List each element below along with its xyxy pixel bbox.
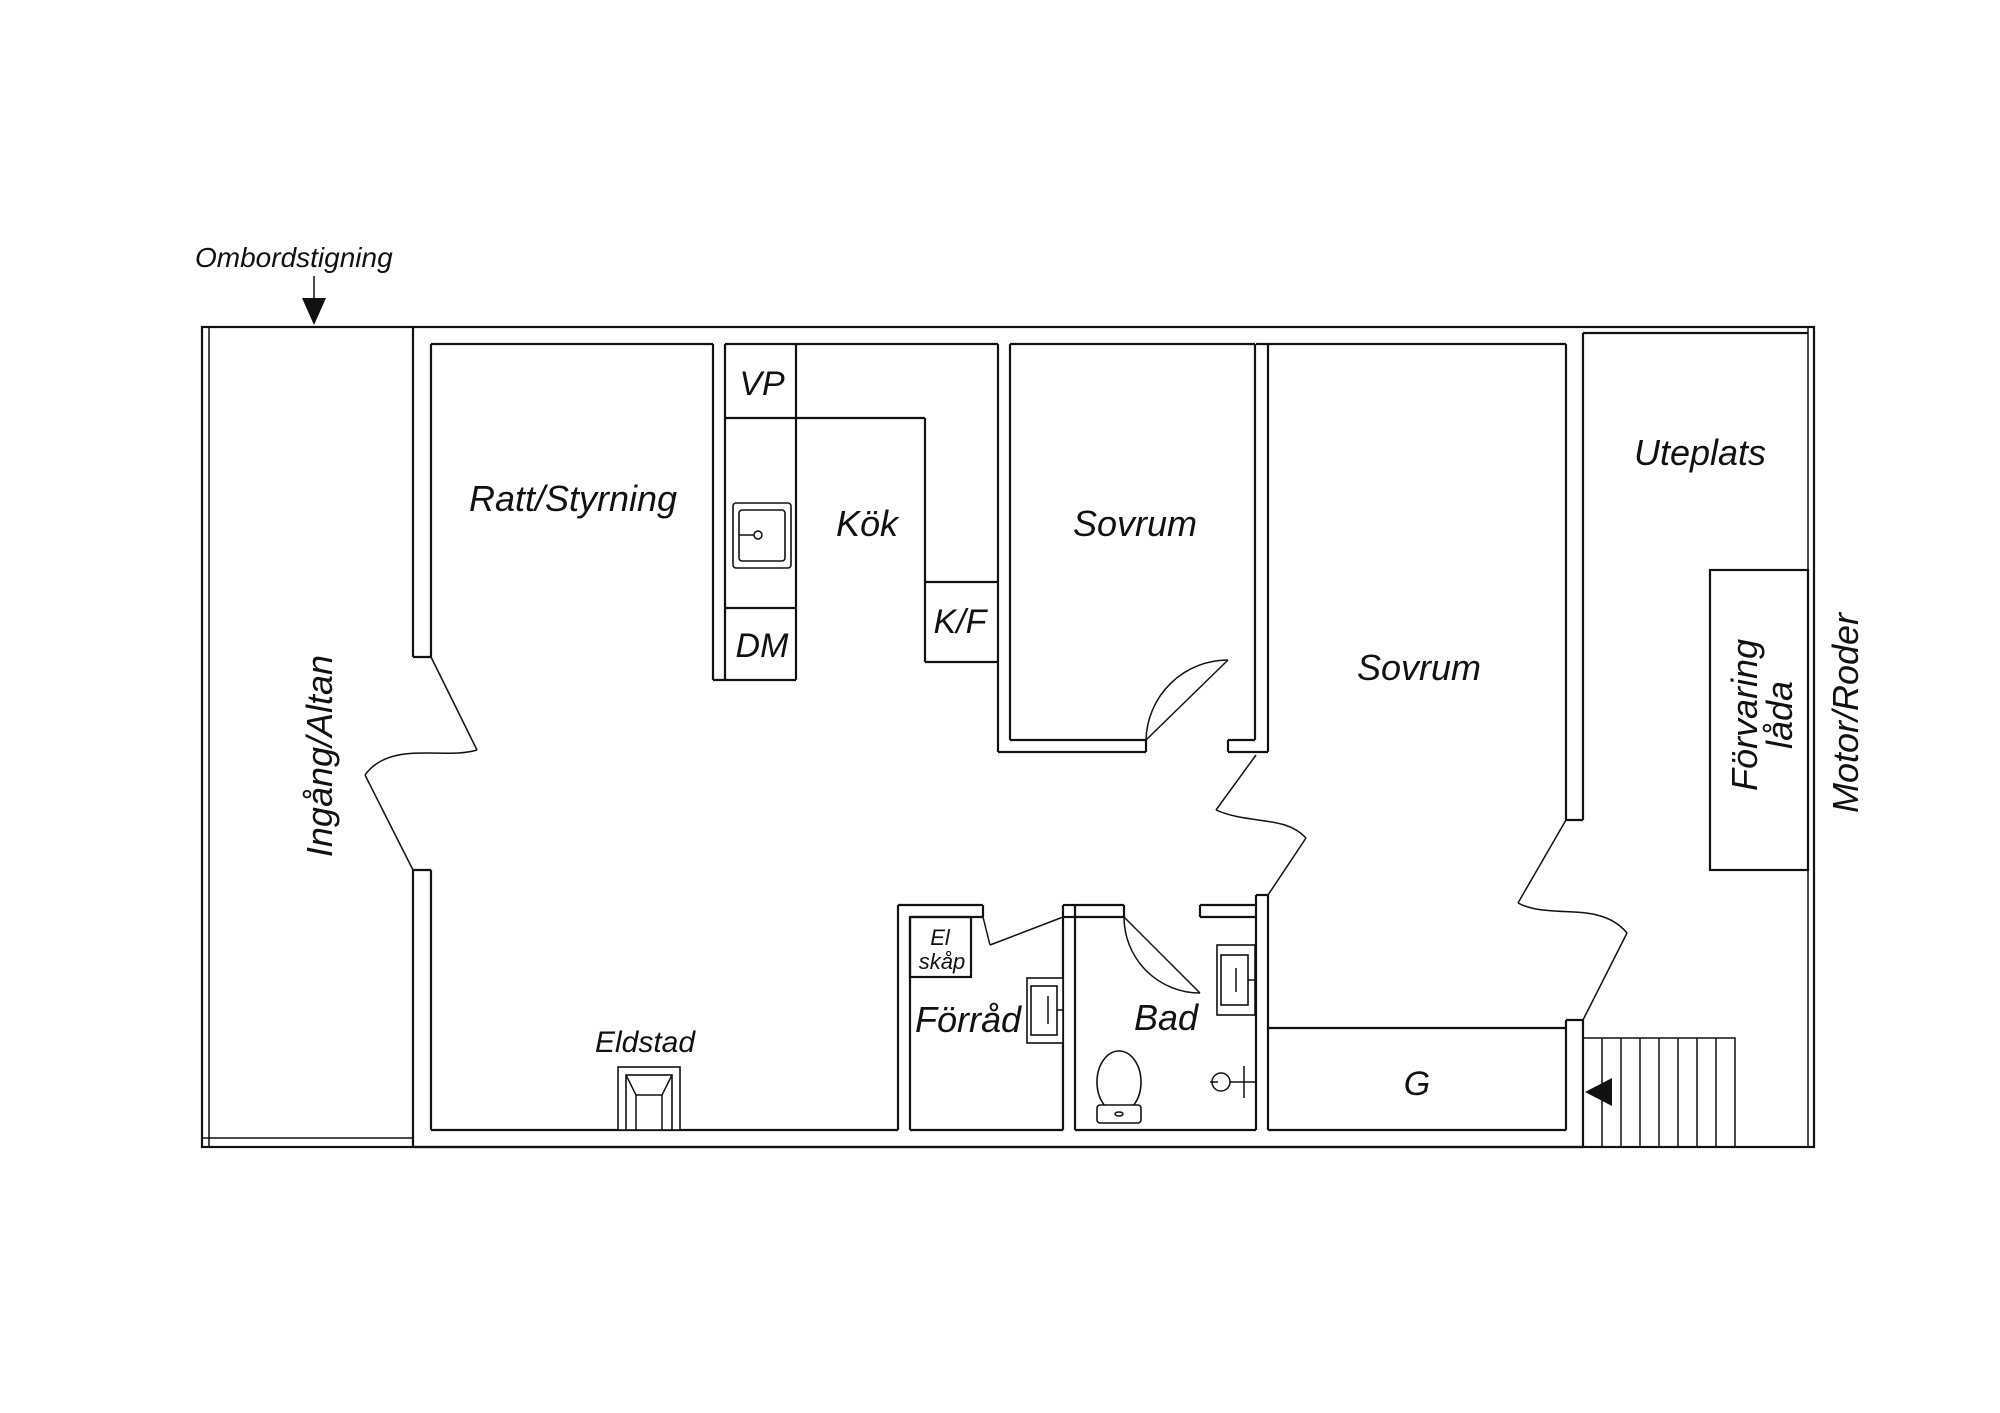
steering-label: Ratt/Styrning: [469, 478, 677, 519]
fireplace-icon: [617, 1066, 681, 1131]
bedroom-1-label: Sovrum: [1073, 503, 1197, 544]
el-cabinet: [908, 915, 973, 979]
fireplace-label: Eldstad: [595, 1026, 696, 1059]
kitchen-label: Kök: [836, 503, 900, 544]
bedroom-2-label: Sovrum: [1357, 647, 1481, 688]
bedroom-2-walls: [1256, 342, 1583, 1132]
kitchen-sink-icon: [732, 502, 792, 569]
bath-label: Bad: [1134, 997, 1199, 1038]
bathroom-walls: [1075, 895, 1258, 1132]
bedroom-2-door: [1215, 754, 1307, 896]
vp-label: VP: [739, 365, 785, 403]
motor-label: Motor/Roder: [1825, 611, 1866, 813]
storage-box: [1708, 568, 1810, 872]
boarding-label: Ombordstigning: [195, 242, 393, 273]
patio-door: [1517, 819, 1628, 1021]
el-cabinet-label-2: skåp: [919, 949, 965, 974]
bedroom-1-walls: [996, 342, 1268, 754]
storage-box-label-1: Förvaring: [1724, 639, 1765, 791]
storage-box-label-2: låda: [1759, 681, 1800, 749]
toilet-icon: [1096, 1050, 1142, 1124]
shower-icon: [1210, 1066, 1256, 1098]
entrance-label: Ingång/Altan: [299, 655, 340, 857]
el-cabinet-label-1: El: [930, 925, 951, 950]
patio-label: Uteplats: [1634, 432, 1766, 473]
stairs-arrow-icon: [1585, 1078, 1612, 1106]
g-label: G: [1404, 1065, 1430, 1103]
dm-label: DM: [736, 627, 790, 665]
storage-door: [982, 916, 1064, 946]
kitchen-counter: [711, 342, 998, 682]
entrance-deck-wall: [411, 327, 433, 1147]
storage-room-walls: [896, 903, 1077, 1132]
entrance-door: [364, 656, 478, 871]
storage-label: Förråd: [915, 999, 1022, 1040]
storage-sink-icon: [1026, 977, 1064, 1044]
boarding-arrow-icon: [302, 276, 326, 325]
bathroom-sink-icon: [1216, 944, 1256, 1016]
bedroom-1-door: [1145, 659, 1229, 741]
kf-label: K/F: [934, 603, 989, 641]
bathroom-door: [1123, 916, 1201, 994]
